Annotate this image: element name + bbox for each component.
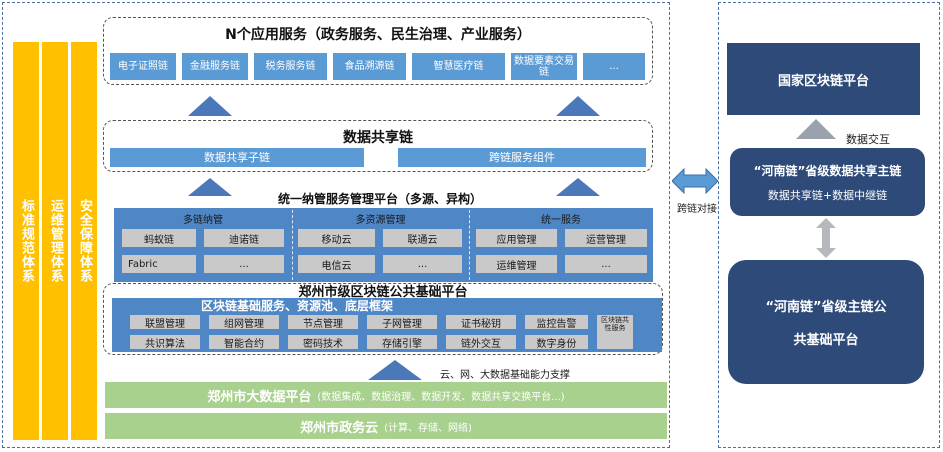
base-item: 共识算法	[130, 335, 200, 350]
base-item: 子网管理	[367, 315, 437, 330]
mgmt-title: 统一纳管服务管理平台（多源、异构）	[277, 192, 482, 206]
app-tax: 税务服务链	[254, 53, 327, 80]
henan-main-title-line2: 共基础平台	[793, 333, 859, 348]
right-frame	[718, 2, 940, 448]
mgmt-item: 电信云	[298, 255, 375, 273]
bigdata-platform: 郑州市大数据平台 (数据集成、数据治理、数据开发、数据共享交换平台...)	[105, 382, 667, 408]
up-arrow-icon	[556, 178, 600, 196]
data-share-title: 数据共享链	[343, 130, 413, 146]
up-arrow-icon	[188, 178, 232, 196]
app-finance: 金融服务链	[182, 53, 248, 80]
app-ecert: 电子证照链	[110, 53, 176, 80]
apps-title: N个应用服务（政务服务、民生治理、产业服务）	[225, 27, 531, 43]
mgmt-item: 运营管理	[565, 229, 647, 247]
up-arrow-icon	[556, 96, 600, 116]
base-item: 监控告警	[525, 315, 588, 330]
up-arrow-icon	[188, 96, 232, 116]
support-note: 云、网、大数据基础能力支撑	[440, 370, 570, 381]
cross-link-label: 跨链对接	[677, 204, 717, 215]
base-item: 密码技术	[288, 335, 358, 350]
henan-main-title-line1: “河南链”省级主链公	[765, 300, 887, 315]
exchange-label: 数据交互	[846, 133, 890, 146]
app-more: ...	[583, 53, 645, 80]
cross-chain-component: 跨链服务组件	[398, 148, 646, 167]
base-layer	[103, 283, 663, 355]
mgmt-col-header: 多链纳管	[183, 215, 223, 226]
mgmt-item: ...	[565, 255, 647, 273]
vertical-double-arrow-icon	[816, 218, 836, 258]
pillar-operations: 运维管理体系	[42, 42, 68, 440]
base-title: 郑州市级区块链公共基础平台	[298, 285, 468, 300]
pillar-security: 安全保障体系	[71, 42, 97, 440]
mgmt-item: 移动云	[298, 229, 375, 247]
mgmt-item: 应用管理	[476, 229, 557, 247]
up-arrow-icon	[368, 360, 422, 380]
gov-cloud-title: 郑州市政务云	[300, 420, 379, 436]
mgmt-item: 迪诺链	[204, 229, 284, 247]
mgmt-item: 联通云	[383, 229, 462, 247]
mgmt-item: ...	[204, 255, 284, 273]
henan-share-title: “河南链”省级数据共享主链	[753, 163, 902, 178]
base-subtitle: 区块链基础服务、资源池、底层框架	[200, 299, 393, 313]
base-side-item: 区块链共性服务	[597, 315, 633, 349]
gov-cloud: 郑州市政务云 (计算、存储、网络)	[105, 413, 667, 439]
left-frame	[2, 2, 670, 448]
mgmt-col-header: 统一服务	[541, 215, 581, 226]
app-medical: 智慧医疗链	[412, 53, 505, 80]
mgmt-item: 运维管理	[476, 255, 557, 273]
base-item: 智能合约	[209, 335, 279, 350]
data-share-layer	[103, 120, 653, 172]
bigdata-title: 郑州市大数据平台	[207, 389, 312, 405]
mgmt-item: 蚂蚁链	[122, 229, 196, 247]
mgmt-item: ...	[383, 255, 462, 273]
up-arrow-icon	[796, 119, 836, 139]
mgmt-divider	[292, 210, 293, 280]
base-item: 数字身份	[525, 335, 588, 350]
base-item: 组网管理	[209, 315, 279, 330]
gov-cloud-detail: (计算、存储、网络)	[384, 422, 472, 434]
mgmt-col-header: 多资源管理	[355, 215, 406, 226]
apps-layer	[103, 17, 653, 85]
data-share-subchain: 数据共享子链	[110, 148, 364, 167]
double-arrow-icon	[672, 168, 718, 194]
app-data-trade: 数据要素交易链	[511, 53, 577, 80]
base-item: 存储引擎	[367, 335, 437, 350]
base-item: 节点管理	[288, 315, 358, 330]
pillar-standards: 标准规范体系	[13, 42, 39, 440]
henan-main-chain: “河南链”省级主链公 共基础平台	[728, 260, 924, 384]
base-item: 证书秘钥	[446, 315, 516, 330]
app-food: 食品溯源链	[333, 53, 406, 80]
henan-share-chain: “河南链”省级数据共享主链 数据共享链+数据中继链	[730, 148, 925, 216]
national-platform: 国家区块链平台	[727, 43, 920, 115]
bigdata-detail: (数据集成、数据治理、数据开发、数据共享交换平台...)	[317, 391, 565, 403]
mgmt-item: Fabric	[122, 255, 196, 273]
base-item: 联盟管理	[130, 315, 200, 330]
mgmt-divider	[469, 210, 470, 280]
henan-share-subtitle: 数据共享链+数据中继链	[767, 188, 888, 202]
base-item: 链外交互	[446, 335, 516, 350]
